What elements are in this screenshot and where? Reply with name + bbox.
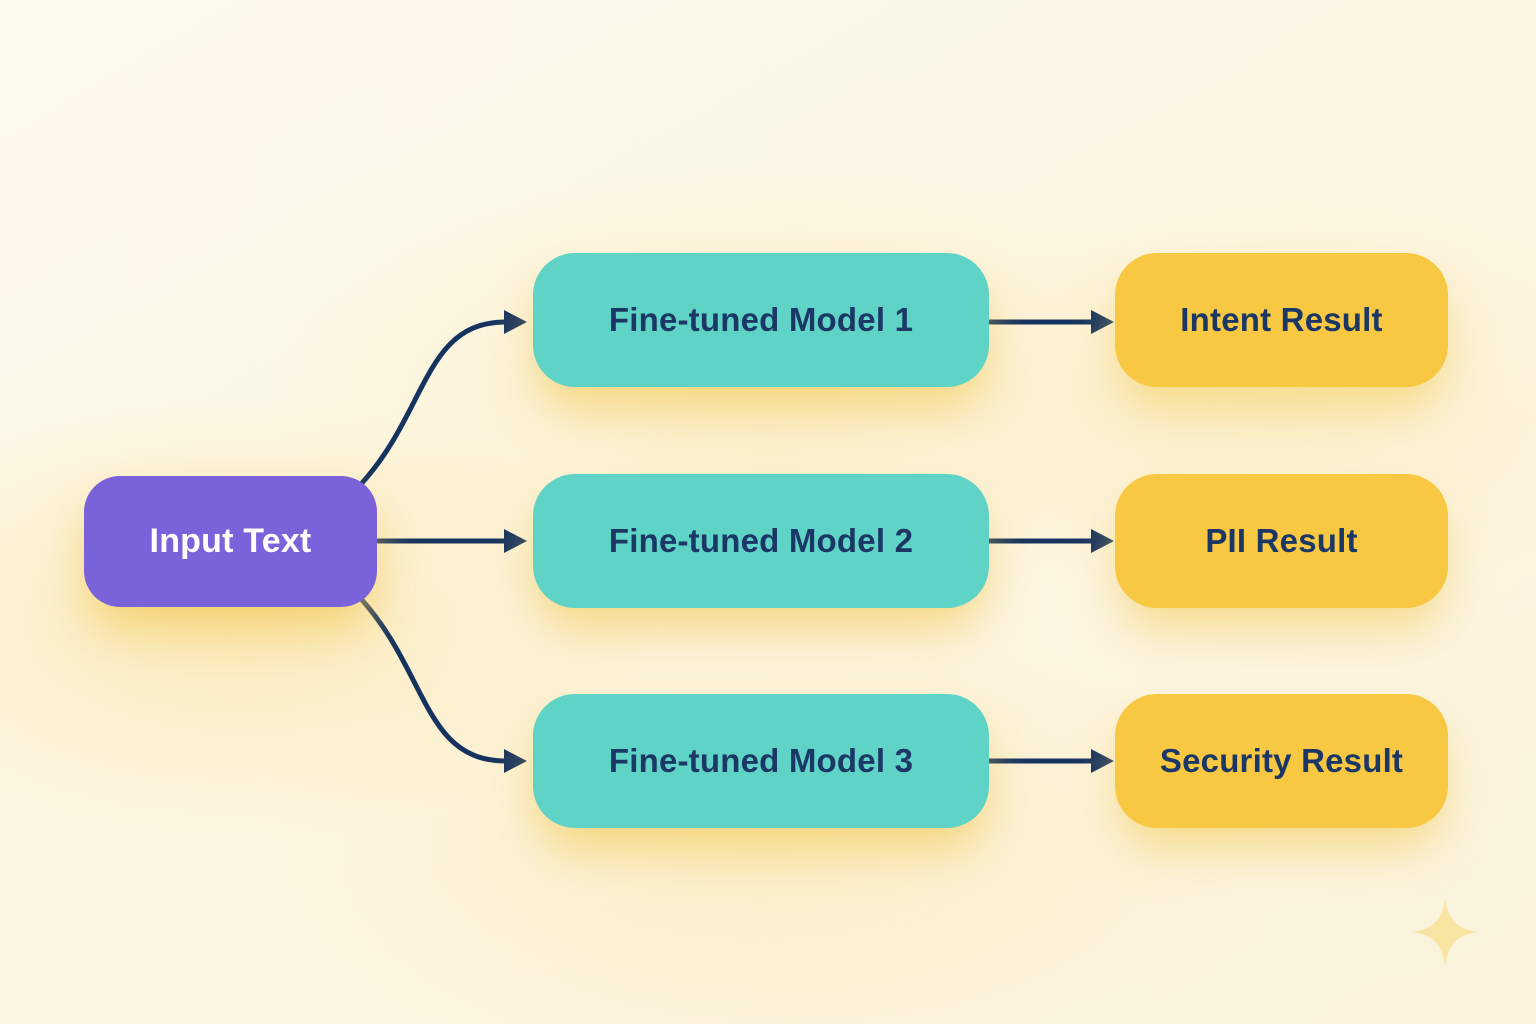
node-security-result: Security Result [1115,694,1448,828]
node-intent-result-label: Intent Result [1180,301,1383,338]
arrowhead-security [1091,749,1114,773]
node-fine-tuned-model-1: Fine-tuned Model 1 [533,253,989,387]
arrowhead-model1 [504,310,527,334]
edge-arrowheads [504,310,1114,773]
node-pii-result-label: PII Result [1205,522,1358,559]
arrowhead-model3 [504,749,527,773]
node-fine-tuned-model-1-label: Fine-tuned Model 1 [608,301,914,338]
node-pii-result: PII Result [1115,474,1448,608]
arrowhead-intent [1091,310,1114,334]
node-security-result-label: Security Result [1159,742,1404,779]
sparkle-icon [1412,898,1478,966]
node-intent-result: Intent Result [1115,253,1448,387]
node-fine-tuned-model-3-label: Fine-tuned Model 3 [608,742,914,779]
node-input-text: Input Text [84,476,377,607]
node-input-text-label: Input Text [149,522,312,560]
node-fine-tuned-model-2-label: Fine-tuned Model 2 [608,522,914,559]
sparkle-shape [1412,898,1478,966]
arrowhead-pii [1091,529,1114,553]
edge-input-to-model3 [359,597,509,764]
arrowhead-model2 [504,529,527,553]
node-fine-tuned-model-2: Fine-tuned Model 2 [533,474,989,608]
edge-lines [359,319,1096,764]
edge-input-to-model1 [359,319,509,486]
node-fine-tuned-model-3: Fine-tuned Model 3 [533,694,989,828]
